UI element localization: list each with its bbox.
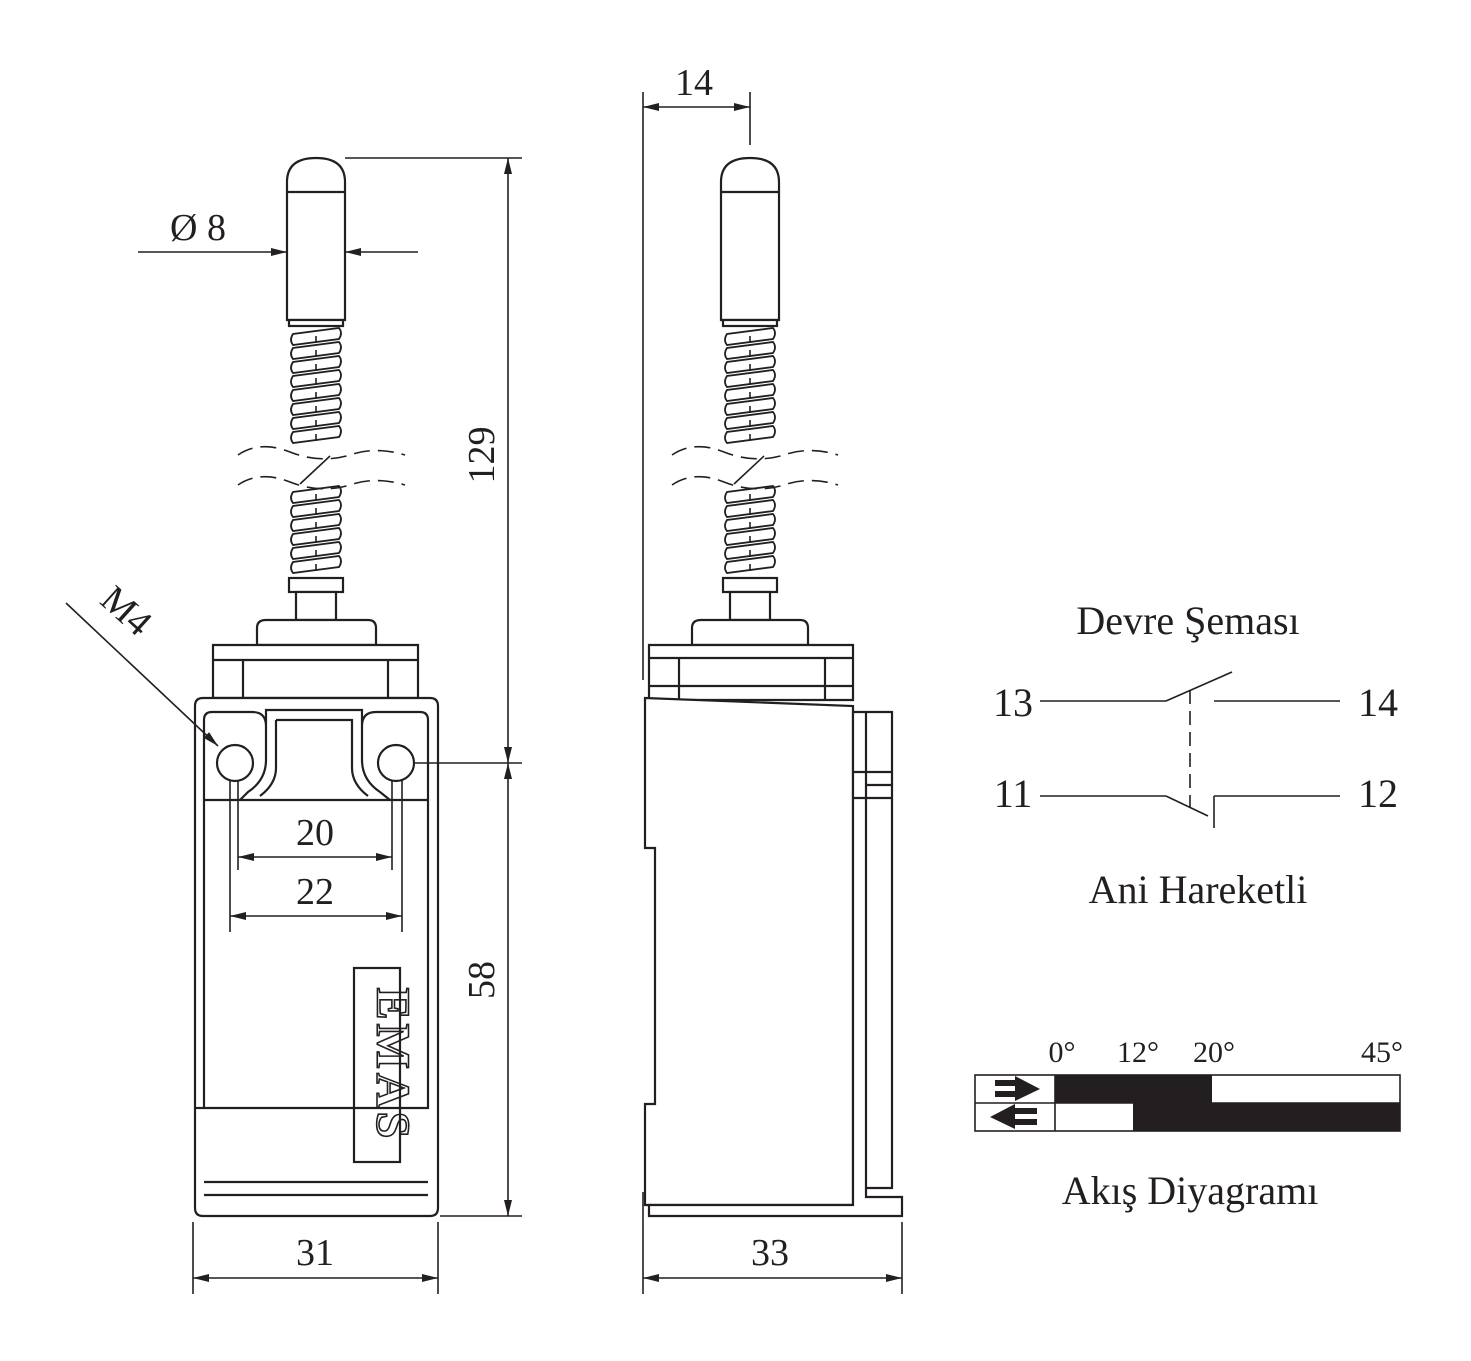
dim-total-height: 129	[461, 427, 503, 484]
side-door	[647, 710, 904, 1218]
arrow-left-icon	[990, 1104, 1037, 1129]
dim-hole-inner: 20	[296, 812, 334, 854]
dim-body-depth: 33	[751, 1232, 789, 1274]
dim-hole-outer: 22	[296, 871, 334, 913]
dim-body-width: 31	[296, 1232, 334, 1274]
side-rod-tip	[719, 156, 781, 322]
angle-label-20: 20°	[1193, 1036, 1235, 1069]
front-spring	[287, 318, 345, 594]
angle-label-0: 0°	[1049, 1036, 1076, 1069]
mount-hole-left	[215, 743, 255, 783]
emas-logo: EMAS	[352, 966, 420, 1164]
travel-diagram: 0° 12° 20° 45° Akış Diyagramı	[974, 1036, 1403, 1213]
terminal-11: 11	[994, 771, 1033, 816]
dim-body-height: 58	[461, 961, 503, 999]
front-view: EMAS	[193, 156, 440, 1218]
dim-diameter: Ø 8	[170, 207, 226, 249]
arrow-right-icon	[995, 1076, 1040, 1101]
dim-rod-offset: 14	[675, 62, 713, 104]
circuit-subtitle: Ani Hareketli	[1089, 867, 1308, 912]
side-body	[643, 696, 855, 1207]
front-rod-tip	[285, 156, 347, 322]
circuit-diagram: Devre Şeması 13 14 11 12 Ani Hareketli	[993, 598, 1398, 912]
circuit-title: Devre Şeması	[1076, 598, 1299, 643]
front-break-line	[237, 445, 406, 460]
thread-label: M4	[92, 578, 159, 645]
angle-label-45: 45°	[1361, 1036, 1403, 1069]
travel-bar-return	[1133, 1103, 1400, 1131]
terminal-12: 12	[1358, 771, 1398, 816]
logo-text: EMAS	[366, 988, 419, 1143]
front-mount-plate	[202, 708, 430, 801]
mount-hole-right	[376, 743, 416, 783]
angle-label-12: 12°	[1117, 1036, 1159, 1069]
side-dimensions: 14 33	[642, 62, 903, 1294]
front-body	[193, 696, 440, 1218]
terminal-14: 14	[1358, 680, 1398, 725]
side-spring	[721, 318, 779, 594]
side-view	[643, 156, 904, 1218]
travel-bar-forward	[1055, 1075, 1212, 1103]
travel-title: Akış Diyagramı	[1062, 1168, 1319, 1213]
terminal-13: 13	[993, 680, 1033, 725]
